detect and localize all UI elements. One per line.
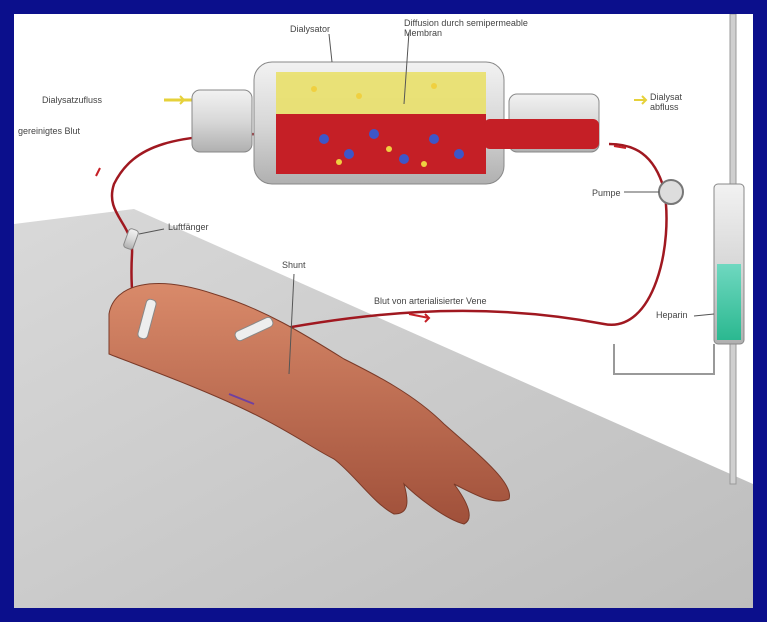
label-air-trap: Luftfänger [168,222,209,232]
label-pump: Pumpe [592,188,621,198]
arrow-blood-arterial [409,314,429,322]
label-shunt: Shunt [282,260,306,270]
label-cleaned-blood: gereinigtes Blut [18,126,80,136]
leader-dialysator [329,34,332,62]
label-dialysator: Dialysator [290,24,330,34]
arrow-blood-return [96,168,100,176]
label-dialysate-inflow: Dialysatzufluss [42,95,102,105]
label-heparin: Heparin [656,310,688,320]
arrow-dialysate-out [634,96,646,104]
label-arterial-blood: Blut von arterialisierter Vene [374,296,487,306]
diagram-panel: Dialysator Diffusion durch semipermeable… [14,14,753,608]
label-dialysate-outflow: Dialysat abfluss [650,92,710,112]
heparin-fluid [717,264,741,340]
arrow-dialysate-in [172,96,184,104]
dialyzer [192,62,599,184]
label-diffusion: Diffusion durch semipermeable Membran [404,18,554,38]
heparin-tube [614,344,714,374]
leader-heparin [694,314,714,316]
dialysis-illustration [14,14,753,608]
pump [659,180,683,204]
